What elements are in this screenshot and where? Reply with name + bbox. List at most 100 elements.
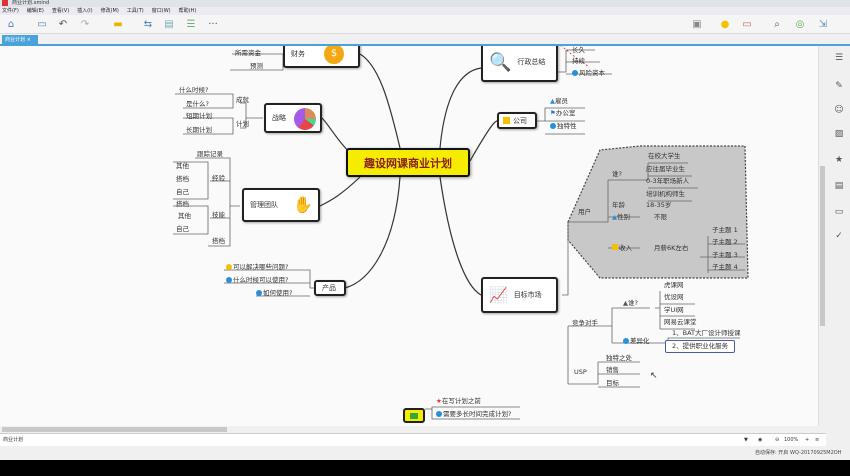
filter-icon[interactable]: ▼ — [744, 437, 748, 443]
subtopic[interactable]: 培训机构师生 — [646, 190, 685, 198]
subtopic[interactable]: 1、BAT大厂设计师授课 — [672, 329, 741, 337]
subtopic[interactable]: 0-3年职场新人 — [646, 177, 690, 185]
floating-topic[interactable] — [403, 408, 425, 423]
menu-help[interactable]: 帮助(H) — [178, 8, 197, 14]
share-icon[interactable]: ◎ — [795, 19, 805, 30]
subtopic[interactable]: 子主题 2 — [712, 238, 738, 246]
menu-edit[interactable]: 编辑(E) — [26, 8, 44, 14]
subtopic[interactable]: 月薪6K左右 — [654, 244, 689, 252]
save-icon[interactable]: ▭ — [37, 19, 47, 30]
menu-file[interactable]: 文件(F) — [2, 8, 19, 14]
idea-bulb-icon[interactable]: ● — [720, 19, 730, 30]
subtopic[interactable]: 如何使用? — [254, 289, 294, 298]
menu-view[interactable]: 查看(V) — [51, 8, 70, 14]
tab-business-plan[interactable]: 商业计划 × — [2, 35, 38, 46]
horizontal-scrollbar[interactable] — [0, 426, 818, 433]
subtopic[interactable]: 18-35岁 — [646, 201, 672, 209]
tab-close-icon[interactable]: × — [26, 37, 31, 43]
subtopic[interactable]: 自己 — [176, 225, 189, 233]
subtopic[interactable]: 经验 — [212, 174, 225, 182]
subtopic[interactable]: ▲谁? — [621, 299, 640, 308]
subtopic[interactable]: 学UI网 — [664, 306, 684, 314]
subtopic[interactable]: 计划 — [236, 120, 249, 128]
fit-icon[interactable]: ≡ — [815, 437, 820, 443]
mindmap-canvas[interactable]: 财务$ 所需资金 预测 战略 成就 计划 什么时候? 是什么? 短期计划 长期计… — [0, 46, 818, 426]
subtopic[interactable]: 目标 — [606, 379, 619, 387]
subtopic[interactable]: 在校大学生 — [648, 152, 681, 160]
subtopic[interactable]: 竞争对手 — [572, 319, 598, 327]
icons-icon[interactable]: ☺ — [834, 105, 844, 115]
zoom-in-button[interactable]: + — [805, 437, 810, 443]
tasks-icon[interactable]: ✓ — [835, 231, 843, 241]
subtopic[interactable]: 长期计划 — [186, 126, 212, 134]
summary-icon[interactable]: ▤ — [164, 19, 174, 30]
subtopic[interactable]: 跟踪记录 — [197, 150, 223, 158]
comments-icon[interactable]: ▤ — [834, 181, 844, 191]
subtopic[interactable]: 长久 — [572, 46, 585, 54]
zoom-out-button[interactable]: ⊖ — [775, 437, 780, 443]
subtopic[interactable]: 其他 — [176, 162, 189, 170]
central-topic[interactable]: 趣设网课商业计划 — [346, 148, 470, 177]
subtopic[interactable]: 应往届毕业生 — [646, 165, 685, 173]
subtopic[interactable]: 自己 — [176, 188, 189, 196]
topic-company[interactable]: 公司 — [497, 112, 537, 129]
topic-management-team[interactable]: 管理团队✋ — [242, 188, 320, 222]
menu-modify[interactable]: 修改(M) — [100, 8, 119, 14]
subtopic[interactable]: ⚑办公室 — [548, 109, 577, 118]
subtopic[interactable]: USP — [574, 368, 587, 376]
subtopic[interactable]: 独特性 — [548, 122, 579, 131]
menu-window[interactable]: 窗口(W) — [151, 8, 171, 14]
image-icon[interactable]: ▨ — [834, 129, 844, 139]
subtopic[interactable]: 技能 — [212, 211, 225, 219]
subtopic[interactable]: 年龄 — [612, 201, 625, 209]
subtopic[interactable]: 搭档 — [212, 237, 225, 245]
subtopic[interactable]: 独特之处 — [606, 354, 632, 362]
subtopic[interactable]: ▲性别 — [610, 213, 632, 222]
subtopic[interactable]: ▲雇员 — [548, 97, 570, 106]
subtopic[interactable]: 风险资本 — [570, 69, 607, 78]
subtopic[interactable]: 所需资金 — [235, 49, 261, 57]
subtopic[interactable]: 搭档 — [176, 175, 189, 183]
subtopic[interactable]: 子主题 3 — [712, 251, 738, 259]
subtopic[interactable]: 差异化 — [621, 337, 652, 346]
more-button[interactable]: ··· — [208, 19, 218, 30]
menu-insert[interactable]: 插入(I) — [77, 8, 93, 14]
subtopic[interactable]: 什么时候可以使用? — [224, 276, 290, 285]
subtopic[interactable]: 成就 — [236, 96, 249, 104]
subtopic[interactable]: 子主题 1 — [712, 226, 738, 234]
vertical-scrollbar[interactable] — [818, 46, 826, 426]
markers-icon[interactable]: ★ — [834, 155, 844, 165]
subtopic[interactable]: 不限 — [654, 213, 667, 221]
subtopic[interactable]: 短期计划 — [186, 112, 212, 120]
search-icon[interactable]: ⌕ — [774, 19, 780, 30]
topic-finance[interactable]: 财务$ — [283, 46, 360, 68]
horizontal-scroll-thumb[interactable] — [2, 427, 227, 432]
subtopic[interactable]: 网易云课堂 — [664, 318, 697, 326]
subtopic[interactable]: 其他 — [178, 212, 191, 220]
topic-style-icon[interactable]: ▬ — [113, 19, 123, 30]
relationship-icon[interactable]: ⇆ — [143, 19, 153, 30]
subtopic[interactable]: 优设网 — [664, 293, 684, 301]
subtopic-selected[interactable]: 2、提供职业化服务 — [665, 340, 736, 353]
undo-icon[interactable]: ↶ — [58, 19, 68, 30]
subtopic[interactable]: 可以解决哪些问题? — [224, 263, 290, 272]
subtopic[interactable]: 销售 — [606, 366, 619, 374]
topic-executive-summary[interactable]: 🔍行政总结 — [481, 46, 558, 82]
subtopic[interactable]: 谁? — [612, 170, 622, 178]
presentation-icon[interactable]: ▣ — [692, 19, 702, 30]
export-icon[interactable]: ⇲ — [818, 19, 828, 30]
subtopic[interactable]: 需要多长时间完成计划? — [434, 410, 513, 419]
topic-target-market[interactable]: 📈目标市场 — [481, 277, 558, 313]
outline-icon[interactable]: ☰ — [834, 53, 844, 63]
subtopic[interactable]: 子主题 4 — [712, 263, 738, 271]
subtopic[interactable]: 搭档 — [176, 200, 189, 208]
subtopic[interactable]: 是什么? — [186, 100, 209, 108]
home-icon[interactable]: ⌂ — [7, 19, 15, 30]
menu-tools[interactable]: 工具(T) — [126, 8, 144, 14]
eye-icon[interactable]: ◉ — [758, 437, 763, 443]
subtopic[interactable]: 预测 — [250, 62, 263, 70]
topic-strategy[interactable]: 战略 — [264, 103, 322, 133]
subtopic[interactable]: 持续 — [572, 57, 585, 65]
vertical-scroll-thumb[interactable] — [820, 166, 825, 326]
topic-product[interactable]: 产品 — [314, 280, 346, 296]
